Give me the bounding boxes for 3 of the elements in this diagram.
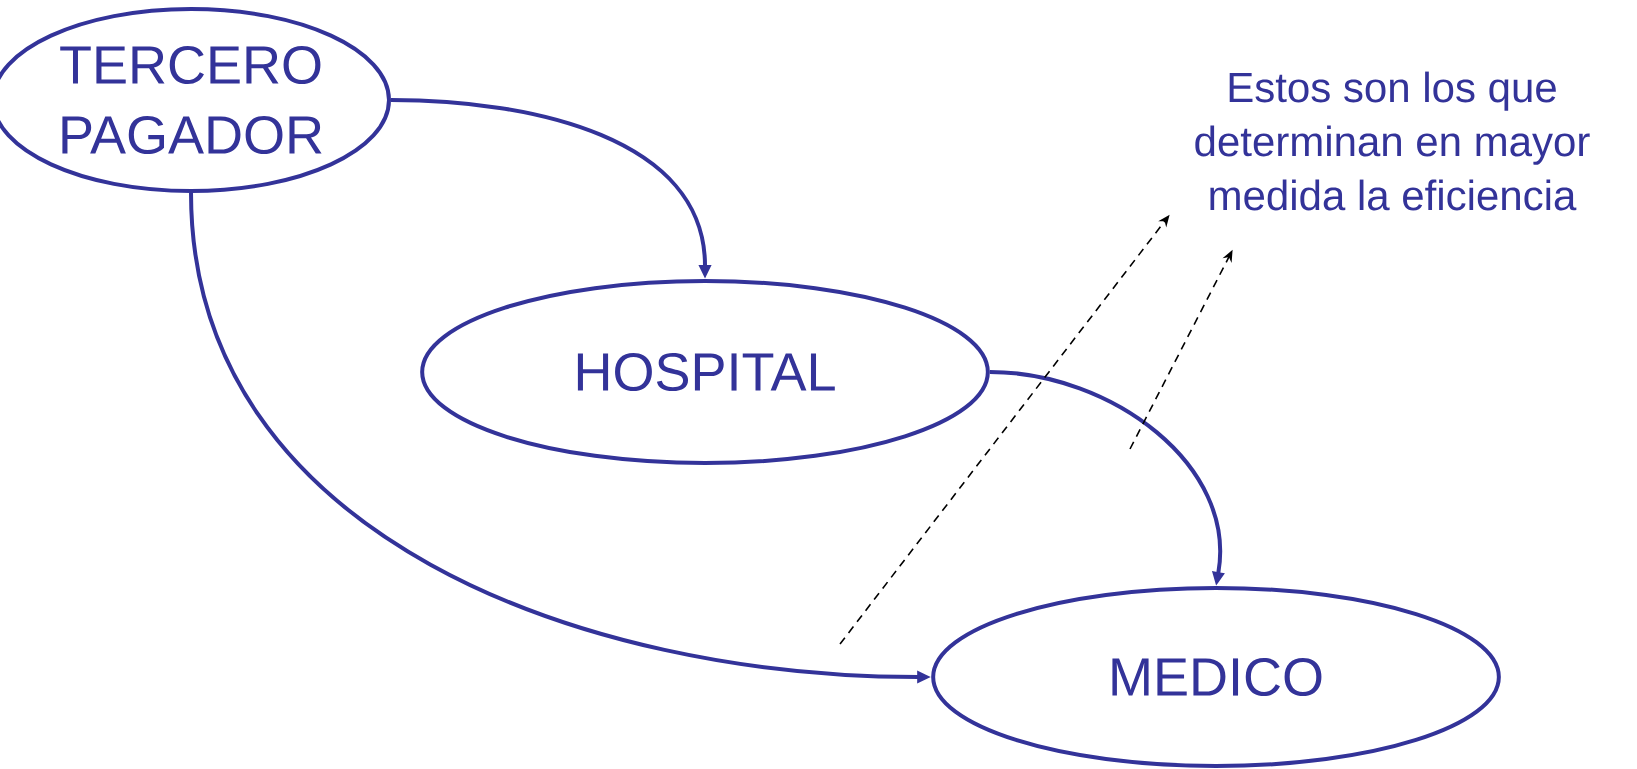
ellipse-node: MEDICO xyxy=(931,586,1501,768)
annotation-text: Estos son los que determinan en mayor medida la eficiencia xyxy=(1195,71,1590,211)
ellipse-node: HOSPITAL xyxy=(420,279,990,465)
